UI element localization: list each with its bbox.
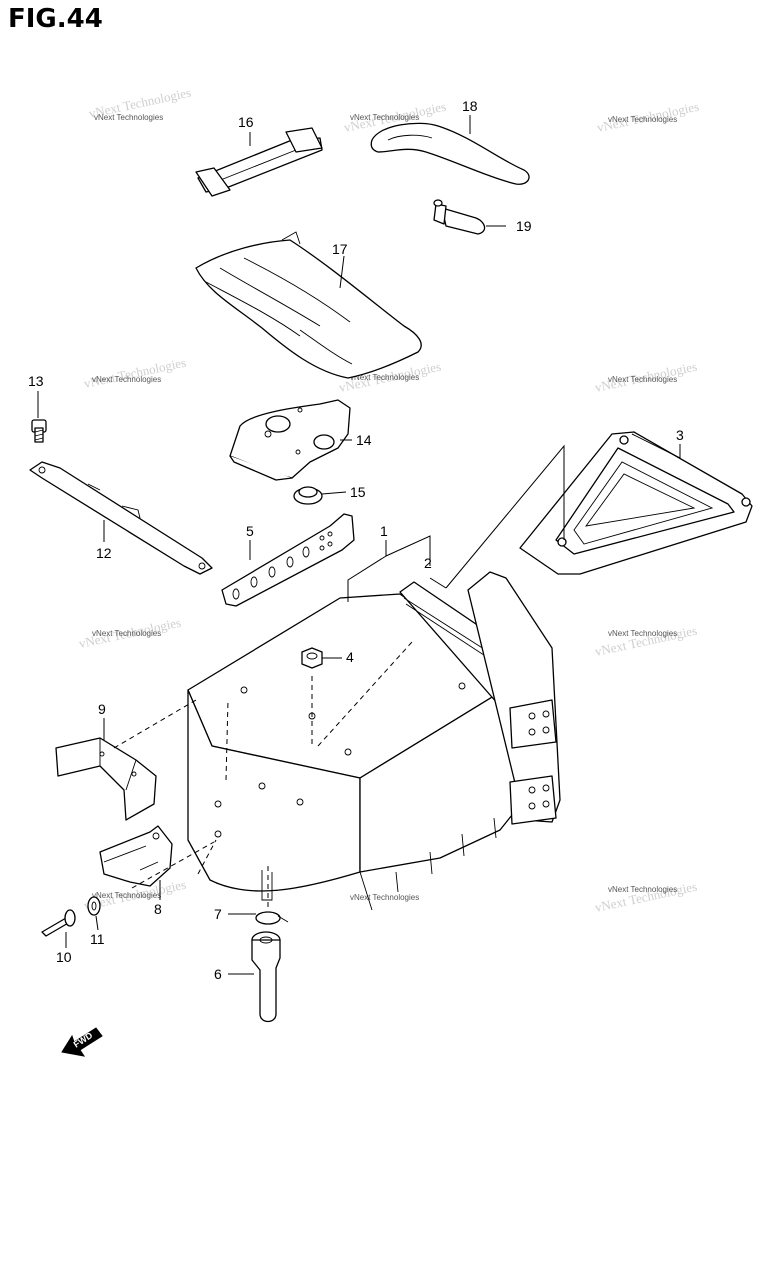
part-2-bracket — [399, 571, 561, 825]
part-15-nut — [293, 486, 323, 505]
part-number-7: 7 — [214, 906, 222, 922]
part-number-1: 1 — [380, 523, 388, 539]
part-number-15: 15 — [350, 484, 366, 500]
part-number-labels: 16 18 19 17 13 14 3 15 5 1 2 12 4 9 8 7 … — [28, 98, 684, 982]
watermark-text: vNext Technologies — [608, 375, 677, 384]
part-number-12: 12 — [96, 545, 112, 561]
part-1-battery-box — [187, 593, 533, 911]
part-number-18: 18 — [462, 98, 478, 114]
part-number-9: 9 — [98, 701, 106, 717]
part-number-3: 3 — [676, 427, 684, 443]
part-7-clip — [255, 911, 289, 925]
part-number-13: 13 — [28, 373, 44, 389]
part-number-11: 11 — [90, 931, 105, 947]
part-4-nut — [301, 647, 323, 669]
part-number-19: 19 — [516, 218, 532, 234]
part-19-plug — [433, 199, 486, 235]
part-5-perforated-stay — [221, 513, 355, 607]
part-14-bracket — [229, 399, 351, 481]
part-number-5: 5 — [246, 523, 254, 539]
part-number-17: 17 — [332, 241, 348, 257]
part-number-6: 6 — [214, 966, 222, 982]
watermark-text: vNext Technologies — [350, 893, 419, 902]
part-number-10: 10 — [56, 949, 72, 965]
watermark-text: vNext Technologies — [608, 885, 677, 894]
part-number-2: 2 — [424, 555, 432, 571]
part-9-bracket — [55, 737, 157, 821]
watermark-text: vNext Technologies — [350, 113, 419, 122]
watermark-text: vNext Technologies — [92, 891, 161, 900]
part-16-strap — [195, 127, 323, 197]
watermark-text: vNext Technologies — [92, 629, 161, 638]
watermark-text: vNext Technologies — [608, 629, 677, 638]
part-17-tool-bag — [195, 231, 422, 379]
part-number-16: 16 — [238, 114, 254, 130]
watermark-text: vNext Technologies — [94, 113, 163, 122]
part-number-14: 14 — [356, 432, 372, 448]
leader-lines — [37, 115, 681, 975]
watermark-text: vNext Technologies — [92, 375, 161, 384]
part-13-bolt — [31, 419, 47, 443]
part-12-stay — [29, 461, 213, 575]
part-number-8: 8 — [154, 901, 162, 917]
figure-title: FIG.44 — [8, 4, 103, 34]
part-11-washer — [87, 896, 101, 916]
part-3-frame — [519, 431, 753, 575]
fwd-direction-arrow-icon: FWD — [61, 1027, 103, 1057]
part-18-wrench — [370, 122, 530, 185]
watermark-text: vNext Technologies — [83, 355, 188, 391]
watermark-text: vNext Technologies — [608, 115, 677, 124]
part-10-screw — [41, 909, 76, 937]
watermark-text: vNext Technologies — [350, 373, 419, 382]
part-number-4: 4 — [346, 649, 354, 665]
part-6-drain-pipe — [251, 870, 281, 1023]
part-8-holder — [99, 825, 173, 887]
